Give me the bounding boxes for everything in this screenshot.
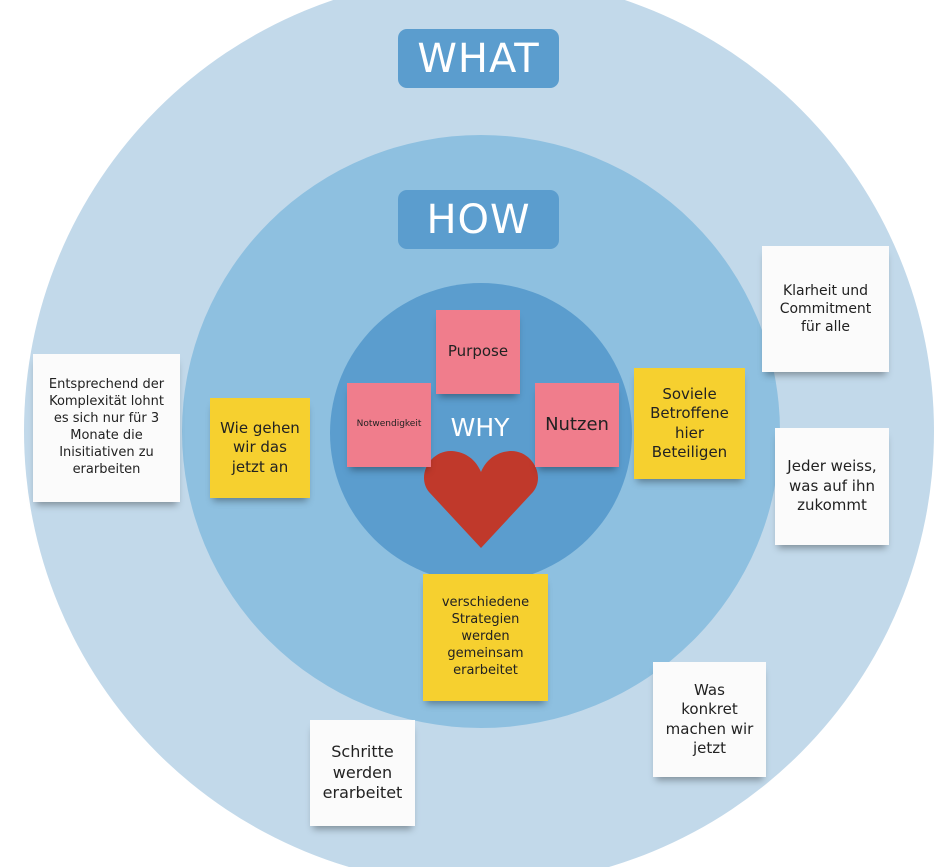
note-entsprechend[interactable]: Entsprechend der Komplexität lohnt es si… bbox=[33, 354, 180, 502]
note-klarheit[interactable]: Klarheit und Commitment für alle bbox=[762, 246, 889, 372]
note-notwendigkeit[interactable]: Notwendigkeit bbox=[347, 383, 431, 467]
note-was-konkret[interactable]: Was konkret machen wir jetzt bbox=[653, 662, 766, 777]
note-soviele-text: Soviele Betroffene hier Beteiligen bbox=[650, 384, 729, 462]
note-nutzen-text: Nutzen bbox=[545, 414, 609, 436]
note-wie-gehen[interactable]: Wie gehen wir das jetzt an bbox=[210, 398, 310, 498]
heart-icon bbox=[424, 450, 538, 548]
heart-shape bbox=[424, 450, 538, 548]
note-klarheit-text: Klarheit und Commitment für alle bbox=[779, 282, 872, 336]
what-label: WHAT bbox=[398, 29, 559, 88]
note-schritte-text: Schritte werden erarbeitet bbox=[322, 741, 403, 803]
note-strategien[interactable]: verschiedene Strategien werden gemeinsam… bbox=[423, 574, 548, 701]
note-entsprechend-text: Entsprechend der Komplexität lohnt es si… bbox=[48, 377, 165, 477]
note-soviele[interactable]: Soviele Betroffene hier Beteiligen bbox=[634, 368, 745, 479]
note-jeder[interactable]: Jeder weiss, was auf ihn zukommt bbox=[775, 428, 889, 545]
note-strategien-text: verschiedene Strategien werden gemeinsam… bbox=[441, 595, 530, 678]
note-notwendigkeit-text: Notwendigkeit bbox=[356, 419, 422, 430]
why-label: WHY bbox=[450, 413, 510, 442]
how-label: HOW bbox=[398, 190, 559, 249]
note-schritte[interactable]: Schritte werden erarbeitet bbox=[310, 720, 415, 826]
note-wie-gehen-text: Wie gehen wir das jetzt an bbox=[220, 418, 300, 476]
note-purpose-text: Purpose bbox=[447, 342, 509, 361]
note-jeder-text: Jeder weiss, was auf ihn zukommt bbox=[787, 457, 877, 515]
note-was-konkret-text: Was konkret machen wir jetzt bbox=[665, 680, 754, 758]
note-nutzen[interactable]: Nutzen bbox=[535, 383, 619, 467]
note-purpose[interactable]: Purpose bbox=[436, 310, 520, 394]
